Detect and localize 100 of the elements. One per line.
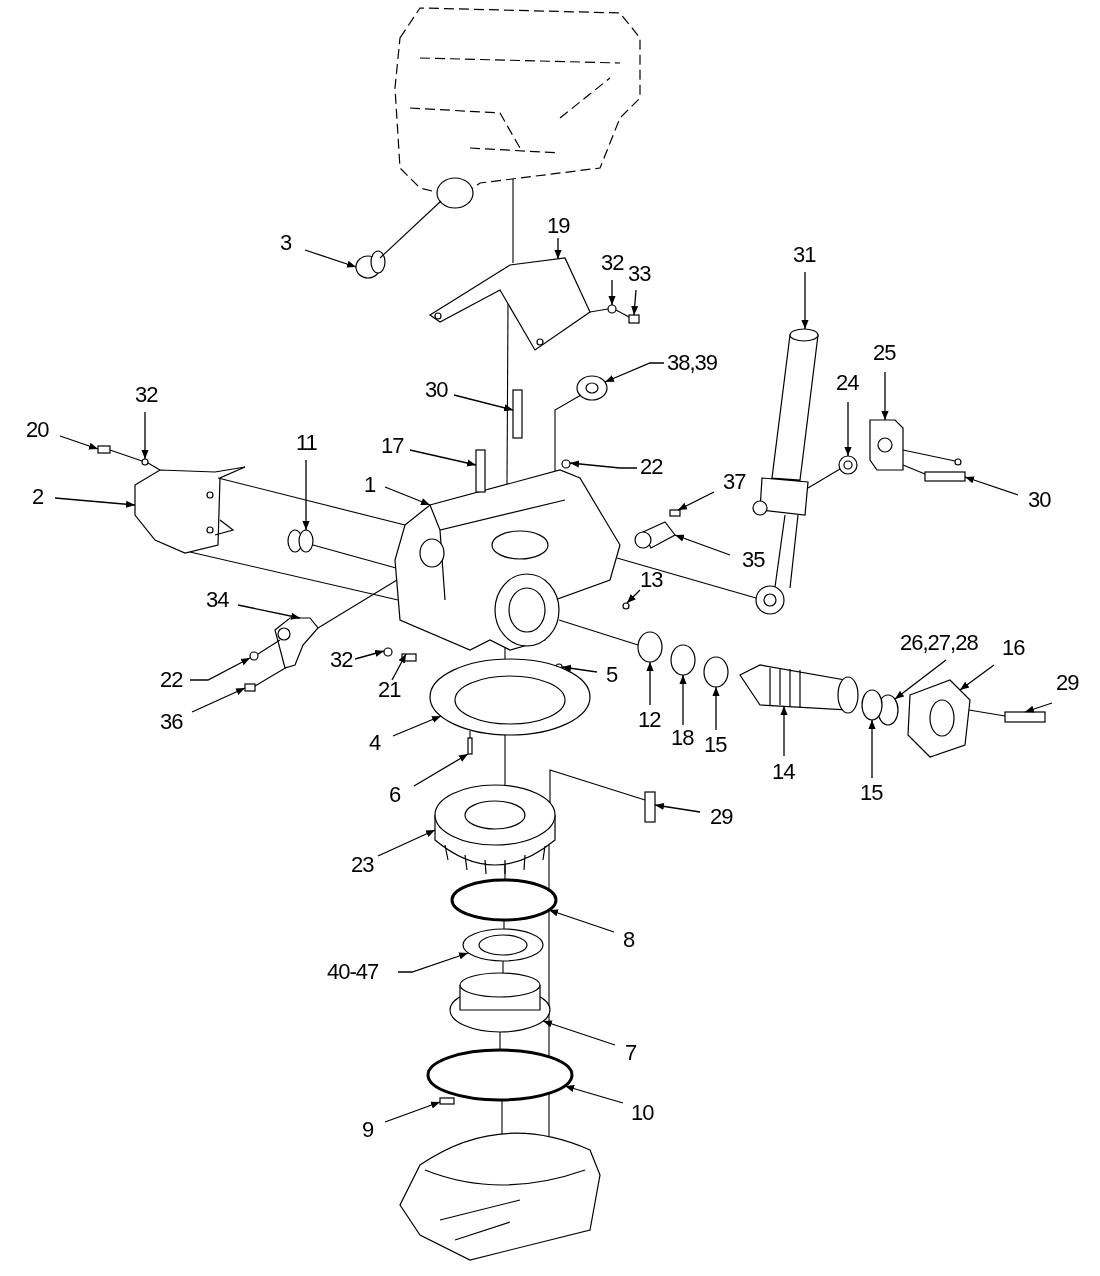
assembly-line <box>504 647 506 660</box>
leader-line <box>237 604 301 620</box>
callout-number: 7 <box>625 1041 637 1065</box>
assembly-line <box>312 544 397 569</box>
bolt-drawing <box>512 389 523 439</box>
screw-drawing <box>97 445 111 454</box>
ring-drawing <box>426 1048 574 1102</box>
assembly-line <box>554 394 582 472</box>
piston-drawing <box>739 664 859 714</box>
bushing-drawing <box>287 529 314 553</box>
callout-number: 16 <box>1002 636 1025 660</box>
leader-line <box>59 435 99 450</box>
callout-number: 2 <box>32 485 44 509</box>
assembly-line <box>189 551 399 601</box>
gear-drawing <box>434 784 556 875</box>
callout-number: 15 <box>704 733 727 757</box>
callout-number: 29 <box>710 805 733 829</box>
assembly-line <box>109 449 143 462</box>
plug-drawing <box>622 602 630 610</box>
callout-number: 17 <box>381 434 404 458</box>
leader-line <box>409 449 477 467</box>
bolt-drawing <box>475 449 486 493</box>
leader-line <box>604 362 665 383</box>
leader-line <box>674 534 731 556</box>
pin-drawing <box>439 1097 455 1105</box>
machine-base-drawing <box>399 1132 601 1261</box>
assembly-line <box>902 449 956 462</box>
ring-drawing <box>670 644 696 676</box>
assembly-line <box>147 462 161 471</box>
assembly-line <box>254 666 288 687</box>
callout-number: 18 <box>671 726 694 750</box>
callout-number: 22 <box>160 668 183 692</box>
assembly-line <box>548 844 550 891</box>
assembly-line <box>504 734 506 787</box>
callout-number: 29 <box>1056 671 1079 695</box>
callout-number: 3 <box>280 231 292 255</box>
callout-number: 11 <box>296 431 317 455</box>
plug-drawing <box>249 651 259 661</box>
leader-line <box>801 271 809 330</box>
assembly-line <box>379 200 442 259</box>
assembly-line <box>501 1099 503 1135</box>
leader-line <box>561 664 598 673</box>
callout-number: 24 <box>836 371 859 395</box>
assembly-line <box>503 919 505 930</box>
leader-line <box>391 653 407 681</box>
pin-drawing <box>467 737 473 755</box>
assembly-line <box>549 769 646 804</box>
hub-drawing <box>449 972 551 1033</box>
pin-drawing <box>634 521 676 549</box>
callout-number: 32 <box>135 383 158 407</box>
ring-drawing <box>703 656 729 688</box>
washer-drawing <box>607 304 617 314</box>
callout-number: 31 <box>793 243 816 267</box>
leader-line <box>844 401 852 457</box>
assembly-line <box>615 309 630 318</box>
leader-line <box>542 1020 616 1046</box>
callout-number: 8 <box>623 928 635 952</box>
assembly-line <box>504 863 506 881</box>
leader-line <box>377 829 436 857</box>
bushing-drawing <box>355 250 386 279</box>
assembly-line <box>257 639 281 655</box>
leader-line <box>191 687 246 713</box>
leader-line <box>959 664 995 691</box>
machine-frame-drawing <box>394 7 641 209</box>
assembly-line <box>589 308 609 313</box>
assembly-line <box>558 619 639 646</box>
nut-drawing <box>907 679 971 758</box>
screw-drawing <box>954 458 962 466</box>
callout-number: 20 <box>26 418 49 442</box>
callout-number: 30 <box>1028 488 1051 512</box>
callout-number: 36 <box>160 710 183 734</box>
callout-number: 34 <box>206 588 229 612</box>
cover-drawing <box>134 466 246 554</box>
plate-drawing <box>429 658 591 736</box>
callout-number: 26,27,28 <box>900 631 978 655</box>
leader-line <box>1024 702 1053 713</box>
callout-number: 10 <box>631 1101 654 1125</box>
assembly-line <box>499 1031 501 1051</box>
cover-plate-drawing <box>428 257 591 351</box>
callout-number: 37 <box>723 470 746 494</box>
leader-line <box>189 657 251 681</box>
bushing-drawing <box>637 631 663 663</box>
leader-line <box>548 909 615 933</box>
leader-line <box>453 394 514 412</box>
callout-number: 22 <box>640 455 663 479</box>
assembly-line <box>548 1092 550 1137</box>
assembly-line <box>968 709 1006 717</box>
callout-number: 1 <box>364 473 376 497</box>
leader-line <box>392 715 442 737</box>
leader-line <box>679 674 687 726</box>
screw-drawing <box>401 653 417 662</box>
washer-drawing <box>383 647 393 657</box>
assembly-line <box>807 468 841 489</box>
bolt-drawing <box>1004 711 1046 723</box>
callout-number: 30 <box>425 378 448 402</box>
leader-line <box>54 497 136 508</box>
bolt-drawing <box>924 471 966 482</box>
leader-line <box>564 1085 624 1104</box>
leader-line <box>354 649 385 660</box>
leader-line <box>654 802 701 813</box>
